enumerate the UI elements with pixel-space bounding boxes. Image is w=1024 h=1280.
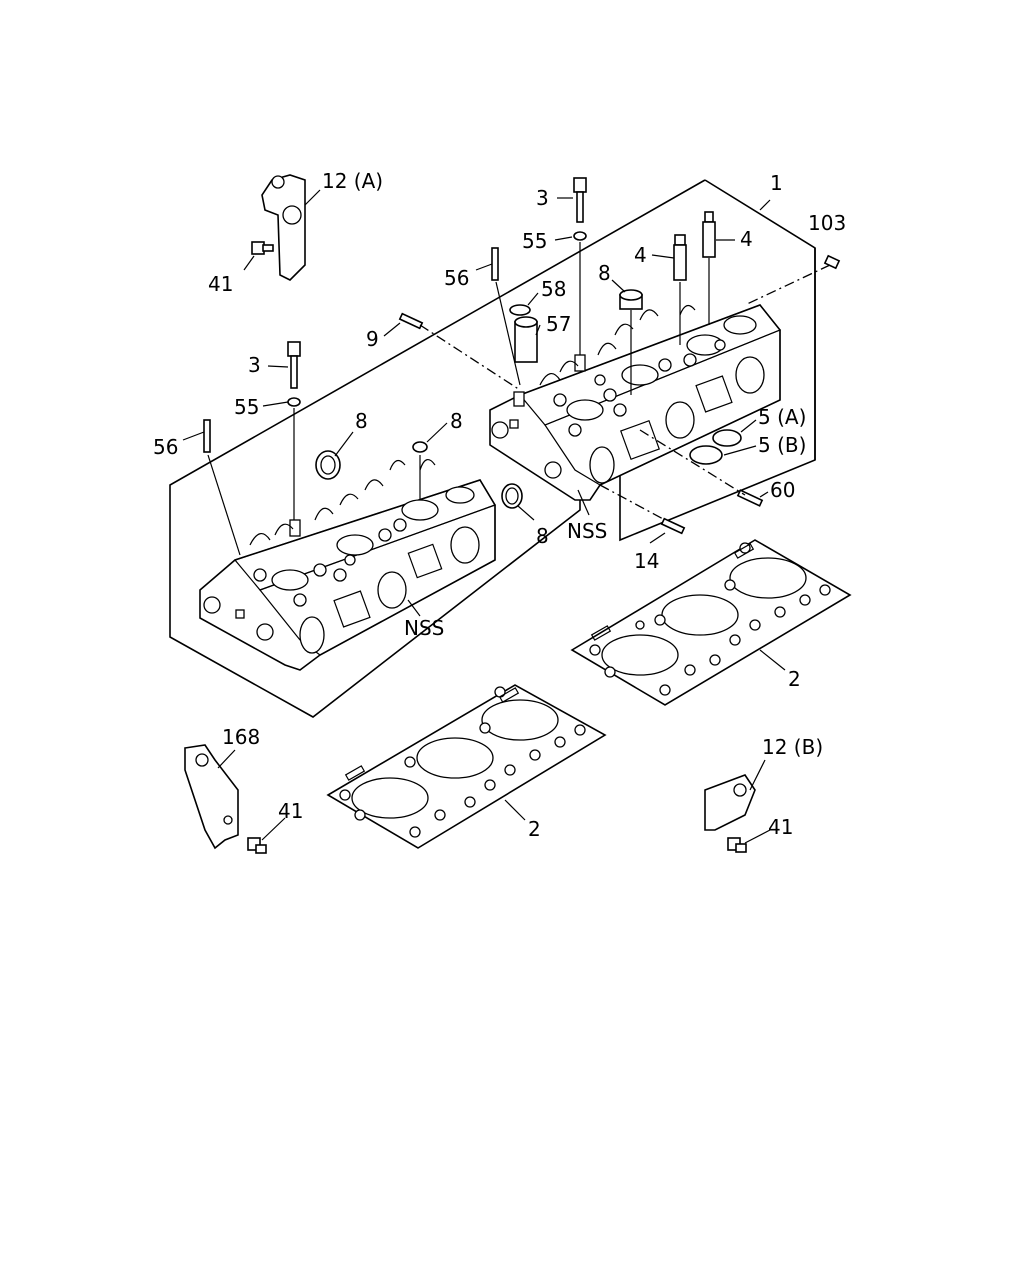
label-56-left: 56 xyxy=(153,435,178,459)
bolt-41-top xyxy=(251,241,274,255)
label-56-top: 56 xyxy=(444,266,469,290)
head-gasket-right xyxy=(570,539,852,706)
cylinder-head-left xyxy=(199,459,496,671)
stud-56-top xyxy=(491,247,499,281)
label-57: 57 xyxy=(546,312,571,336)
label-nss-left: NSS xyxy=(404,616,444,640)
bolt-3-top xyxy=(573,177,587,223)
bolt-41-left xyxy=(247,837,267,854)
label-4-b: 4 xyxy=(740,227,753,251)
label-14: 14 xyxy=(634,549,659,573)
label-55-left: 55 xyxy=(234,395,259,419)
label-9: 9 xyxy=(366,327,379,351)
label-41-left: 41 xyxy=(278,799,303,823)
label-1: 1 xyxy=(770,171,783,195)
label-12b: 12 (B) xyxy=(762,735,823,759)
stud-60 xyxy=(736,489,764,507)
seal-5b xyxy=(689,445,723,465)
label-5a: 5 (A) xyxy=(758,405,806,429)
stud-56-left xyxy=(203,419,211,453)
washer-55-left xyxy=(287,397,301,407)
pin-4-b xyxy=(702,211,716,258)
stud-103 xyxy=(823,254,841,270)
label-8-mid: 8 xyxy=(450,409,463,433)
label-168: 168 xyxy=(222,725,260,749)
sleeve-57 xyxy=(514,316,538,363)
bolt-3-left xyxy=(287,341,301,389)
plug-8-bot xyxy=(501,483,523,509)
seal-5a xyxy=(712,429,742,447)
label-41-right: 41 xyxy=(768,815,793,839)
bracket-12b xyxy=(704,774,756,831)
label-2-left: 2 xyxy=(528,817,541,841)
label-4-a: 4 xyxy=(634,243,647,267)
label-8-left: 8 xyxy=(355,409,368,433)
label-12a: 12 (A) xyxy=(322,169,383,193)
label-58: 58 xyxy=(541,277,566,301)
label-60: 60 xyxy=(770,478,795,502)
stud-9 xyxy=(398,312,424,330)
bolt-41-right xyxy=(727,837,747,853)
plug-8-left xyxy=(315,450,341,480)
label-8-bot: 8 xyxy=(536,524,549,548)
label-41-top: 41 xyxy=(208,272,233,296)
plug-8-top xyxy=(619,289,643,310)
bracket-12a xyxy=(261,174,306,281)
label-2-right: 2 xyxy=(788,667,801,691)
label-5b: 5 (B) xyxy=(758,433,806,457)
label-103: 103 xyxy=(808,211,846,235)
label-55-top: 55 xyxy=(522,229,547,253)
washer-55-top xyxy=(573,231,587,241)
label-3-top: 3 xyxy=(536,186,549,210)
plug-8-mid xyxy=(412,441,428,453)
stud-14 xyxy=(660,517,686,535)
label-nss-right: NSS xyxy=(567,519,607,543)
label-8-top: 8 xyxy=(598,261,611,285)
bracket-168 xyxy=(184,744,239,850)
head-gasket-left xyxy=(326,684,607,849)
label-3-left: 3 xyxy=(248,353,261,377)
cap-58 xyxy=(509,304,531,316)
pin-4-a xyxy=(673,234,687,281)
